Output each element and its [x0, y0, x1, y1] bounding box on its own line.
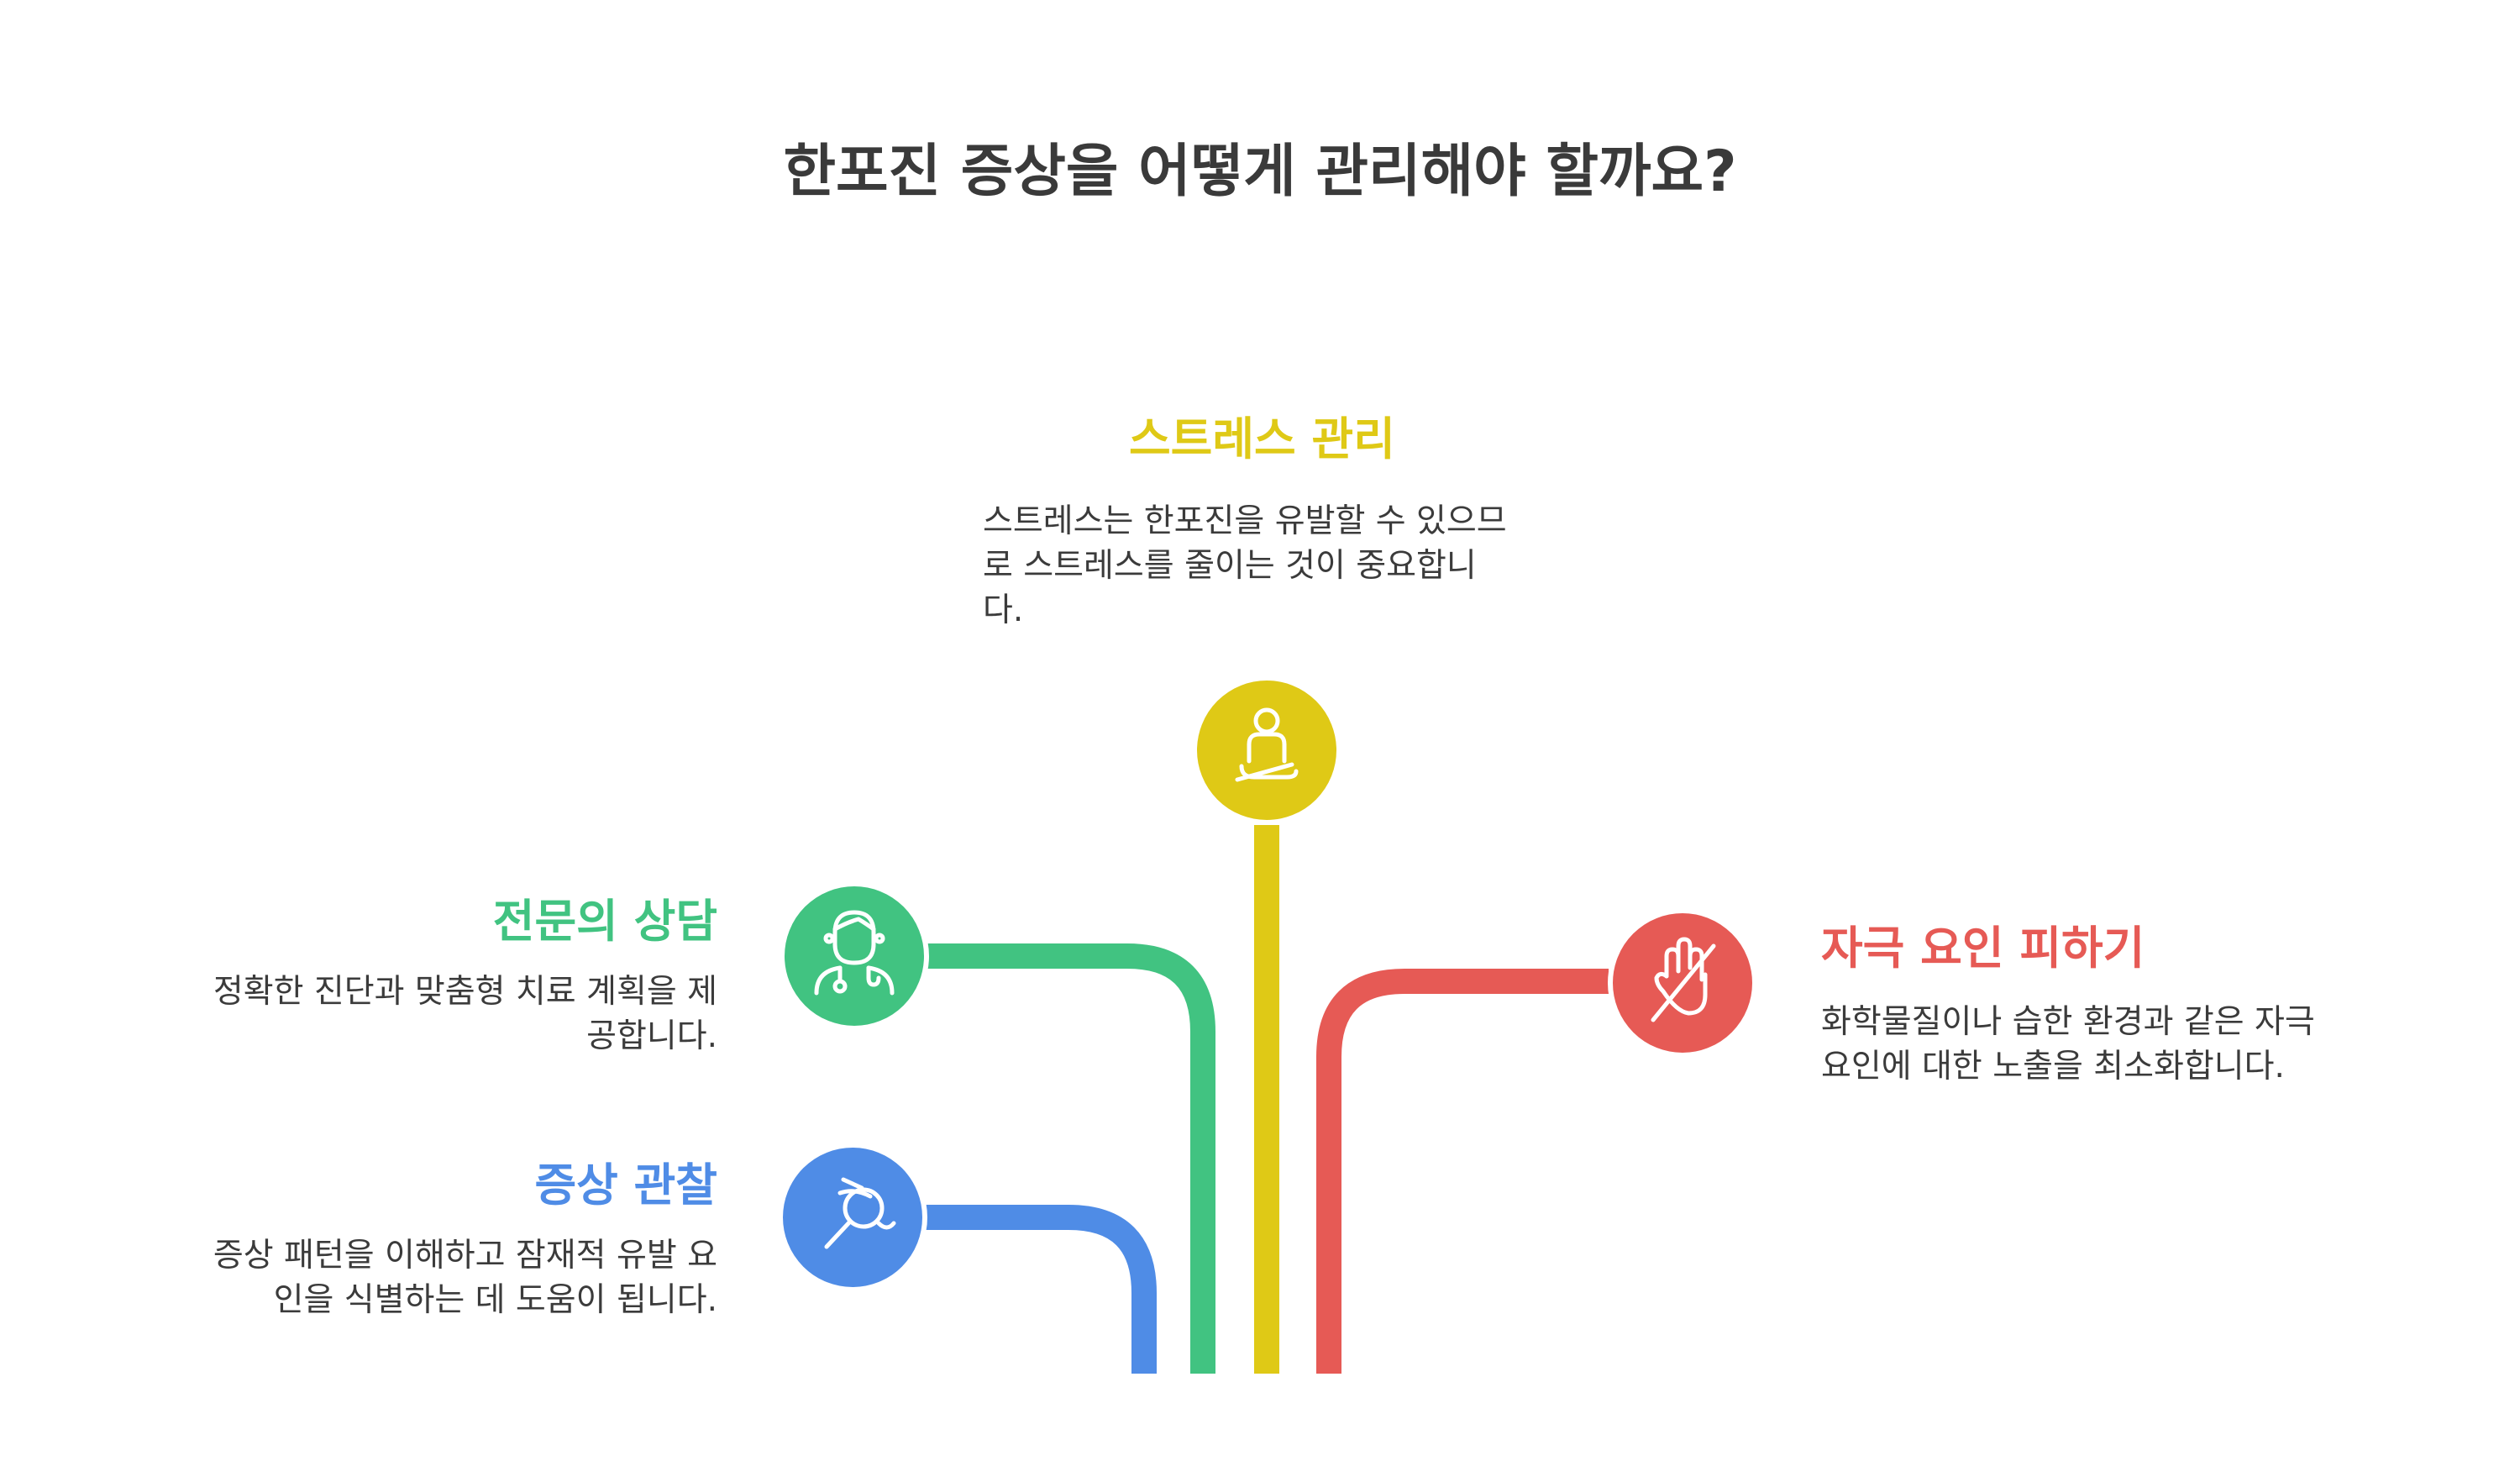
- observe-node: [778, 1143, 927, 1292]
- consult-heading: 전문의 상담: [492, 895, 717, 948]
- consult-node: [780, 881, 929, 1031]
- stress-description: 스트레스는 한포진을 유발할 수 있으므 로 스트레스를 줄이는 것이 중요합니…: [983, 502, 1507, 629]
- magnifying-glass-icon: [824, 1177, 896, 1249]
- doctor-stethoscope-icon: [814, 910, 895, 996]
- avoid-description: 화학물질이나 습한 환경과 같은 자극 요인에 대한 노출을 최소화합니다.: [1821, 1003, 2315, 1085]
- stress-node: [1192, 675, 1341, 825]
- avoid-node: [1608, 908, 1757, 1058]
- stress-heading: 스트레스 관리: [1129, 413, 1395, 465]
- observe-connector-line: [906, 1205, 1157, 1374]
- consult-connector-line: [927, 943, 1215, 1374]
- page-title: 한포진 증상을 어떻게 관리해야 할까요?: [783, 139, 1737, 205]
- avoid-connector-line: [1316, 969, 1609, 1374]
- no-hand-icon: [1651, 937, 1716, 1022]
- consult-description: 정확한 진단과 맞춤형 치료 계획을 제 공합니다.: [213, 973, 717, 1055]
- meditation-person-icon: [1235, 707, 1299, 782]
- observe-heading: 증상 관찰: [534, 1159, 717, 1211]
- observe-description: 증상 패턴을 이해하고 잠재적 유발 요 인을 식별하는 데 도움이 됩니다.: [213, 1237, 717, 1319]
- avoid-heading: 자극 요인 피하기: [1821, 922, 2145, 975]
